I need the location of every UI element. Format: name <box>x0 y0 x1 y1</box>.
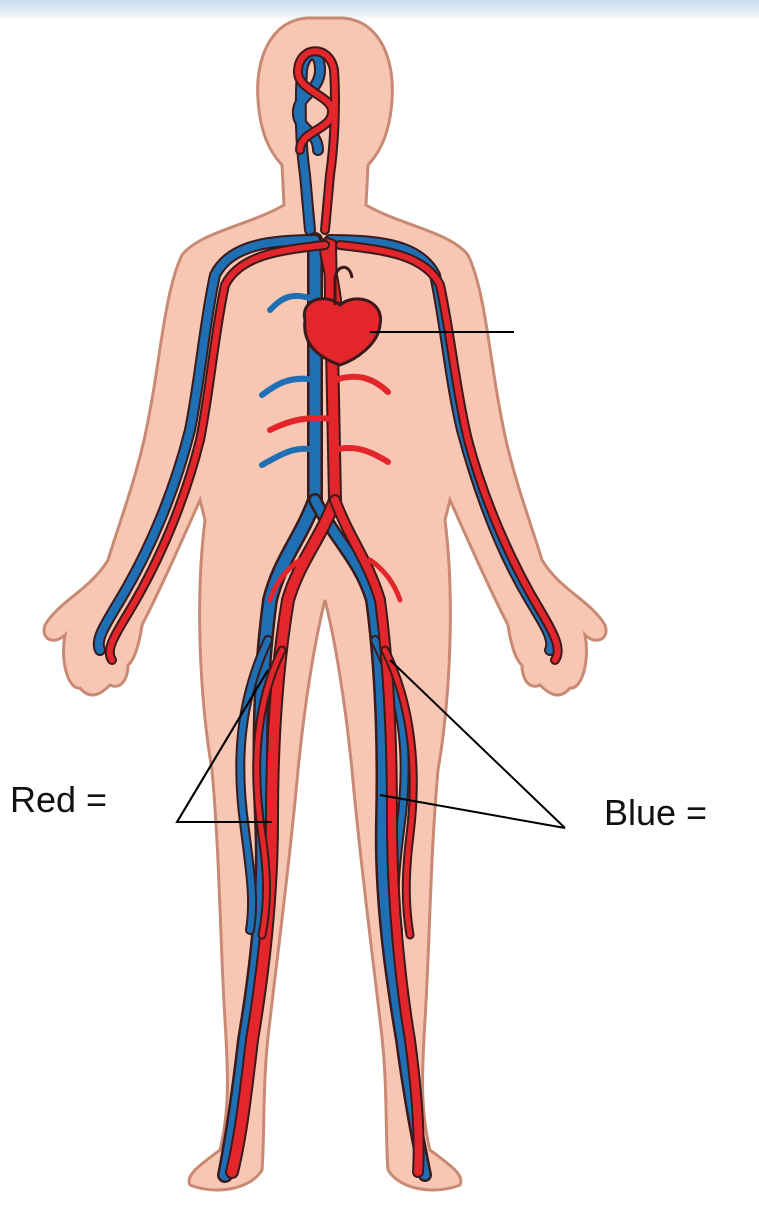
blue-label: Blue = <box>604 795 707 831</box>
red-label: Red = <box>10 782 107 818</box>
